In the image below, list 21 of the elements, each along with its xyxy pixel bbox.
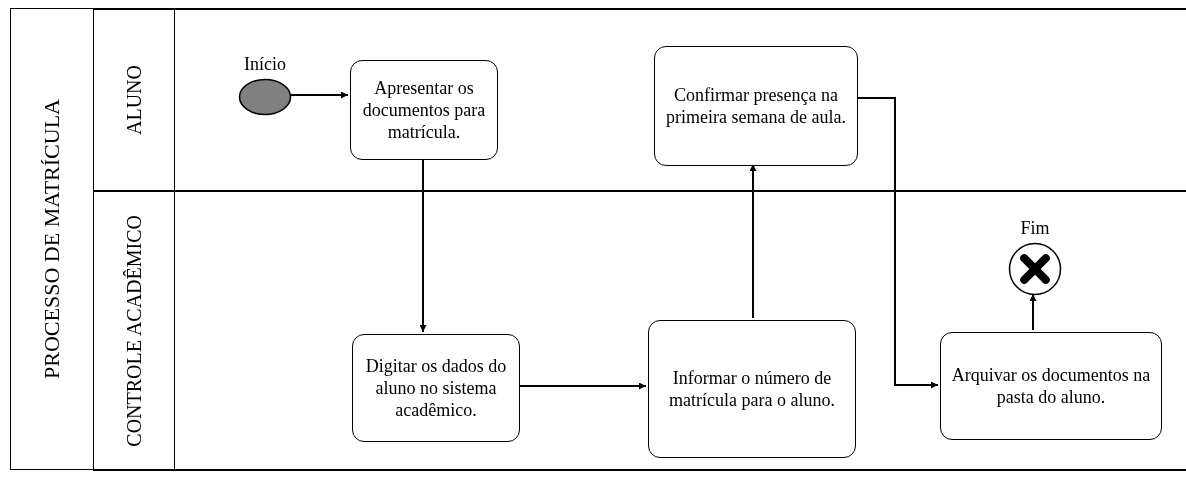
event-label: Início [244, 54, 286, 75]
task-label: Confirmar presença na primeira semana de aula. [665, 84, 847, 128]
start-event-circle [238, 78, 292, 116]
task-label: Apresentar os documentos para matrícula. [361, 77, 487, 143]
task-label: Informar o número de matrícula para o aluno. [668, 367, 836, 411]
event-label: Fim [1020, 218, 1050, 239]
task-label: Arquivar os documentos na pasta do aluno. [951, 364, 1151, 408]
pool-title: PROCESSO DE MATRÍCULA [39, 99, 65, 379]
end-event-circle [1008, 242, 1062, 296]
lane-title: ALUNO [122, 65, 146, 135]
pool [10, 8, 1186, 470]
task-box [350, 60, 498, 160]
task-label: Digitar os dados do aluno no sistema acadêmico. [364, 355, 508, 421]
task-box [352, 334, 520, 442]
task-box [940, 332, 1162, 440]
swimlane [93, 9, 1186, 191]
lane-title: CONTROLE ACADÊMICO [122, 215, 146, 447]
swimlane [93, 191, 1186, 471]
arrow [1029, 293, 1037, 331]
task-box [654, 46, 858, 166]
task-box [648, 320, 856, 458]
